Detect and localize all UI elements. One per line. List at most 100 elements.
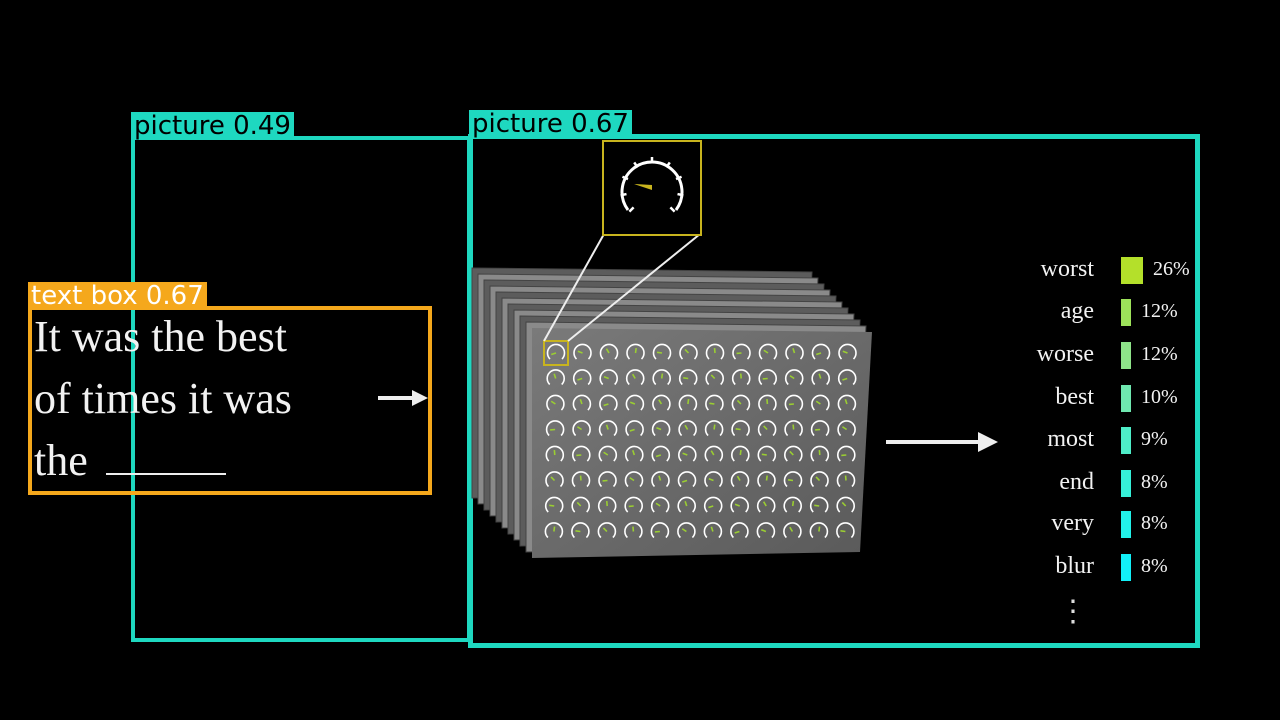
probability-bar: [1121, 470, 1131, 497]
picture-box-right: [468, 134, 1200, 648]
dial-icon: [625, 369, 645, 386]
blank-underline: [105, 445, 226, 475]
prediction-word: best: [1055, 384, 1094, 410]
dial-icon: [783, 522, 802, 539]
dial-icon: [546, 343, 566, 360]
dial-icon: [624, 471, 644, 488]
dial-icon: [811, 343, 831, 360]
dial-icon: [703, 496, 723, 513]
probability-label: 8%: [1141, 471, 1168, 493]
prediction-word: worst: [1040, 256, 1094, 282]
probability-label: 9%: [1141, 428, 1168, 450]
dial-icon: [571, 471, 591, 488]
sentence-line-3: the: [34, 430, 292, 492]
dial-icon: [784, 369, 804, 386]
dial-icon: [783, 496, 802, 513]
dial-icon: [626, 343, 645, 360]
dial-icon: [837, 445, 856, 462]
text-box: [28, 306, 432, 495]
probability-label: 12%: [1141, 343, 1178, 365]
dial-icon: [837, 394, 857, 411]
input-sentence: It was the best of times it was the: [34, 306, 292, 492]
prediction-word: most: [1047, 426, 1094, 452]
prediction-word: blur: [1055, 553, 1094, 579]
dial-icon: [837, 369, 857, 386]
dial-icon: [598, 471, 617, 488]
dial-icon: [546, 394, 565, 411]
dial-icon: [651, 471, 670, 488]
dial-icon: [837, 420, 856, 437]
dial-icon: [705, 343, 725, 360]
dial-icon: [730, 522, 749, 539]
dial-icon: [597, 496, 617, 513]
dial-icon: [544, 522, 564, 539]
dial-icon: [758, 343, 778, 360]
dial-icon: [599, 369, 618, 386]
dial-icon: [650, 496, 670, 513]
dial-icon: [836, 496, 855, 513]
dial-icon: [784, 445, 803, 462]
dial-icon: [677, 496, 696, 513]
dial-icon: [652, 369, 671, 386]
probability-label: 8%: [1141, 512, 1168, 534]
dial-icon: [598, 445, 618, 462]
prediction-word: worse: [1036, 341, 1094, 367]
dial-icon: [784, 420, 803, 437]
dial-icon: [573, 343, 592, 360]
output-arrow: [886, 432, 998, 452]
probability-bar: [1121, 554, 1131, 581]
dial-icon: [785, 343, 804, 360]
dial-icon: [704, 420, 724, 437]
dial-icon: [677, 522, 696, 539]
dial-icon: [677, 471, 697, 488]
dial-icon: [678, 445, 697, 462]
dial-icon: [731, 420, 750, 437]
sentence-line-2: of times it was: [34, 374, 292, 423]
prediction-word: age: [1060, 298, 1094, 324]
dial-icon: [624, 522, 643, 539]
dial-icon: [545, 445, 565, 462]
probability-label: 8%: [1141, 555, 1168, 577]
dial-icon: [732, 343, 751, 360]
dial-icon: [784, 394, 804, 411]
dial-icon: [809, 496, 829, 513]
picture-label-right: picture 0.67: [469, 110, 632, 138]
zoom-line-right: [567, 233, 701, 342]
dial-icon: [811, 394, 830, 411]
dial-icon: [757, 471, 776, 488]
dial-icon: [652, 394, 671, 411]
zoomed-dial-icon: [620, 157, 684, 213]
dial-icon: [545, 420, 565, 437]
dial-icon: [546, 369, 565, 386]
dial-icon: [679, 343, 698, 360]
dial-icon: [572, 445, 591, 462]
dial-icon: [731, 445, 750, 462]
dial-icon: [652, 343, 672, 360]
zoom-line-left: [543, 233, 605, 342]
probability-label: 12%: [1141, 300, 1178, 322]
dial-grid: [544, 343, 857, 539]
ellipsis: ⋮: [1058, 595, 1088, 628]
dial-icon: [678, 369, 698, 386]
dial-icon: [678, 394, 698, 411]
dial-icon: [705, 369, 724, 386]
dial-icon: [597, 522, 617, 539]
dial-icon: [704, 445, 724, 462]
dial-icon: [810, 471, 829, 488]
dial-icon: [756, 522, 776, 539]
picture-label-left: picture 0.49: [131, 112, 294, 140]
dial-icon: [730, 496, 749, 513]
dial-icon: [572, 369, 592, 386]
dial-icon: [625, 420, 644, 437]
dial-icon: [625, 394, 645, 411]
probability-bar: [1121, 257, 1143, 284]
dial-icon: [572, 394, 592, 411]
dial-icon: [704, 471, 723, 488]
dial-icon: [783, 471, 803, 488]
dial-icon: [571, 522, 590, 539]
probability-bar: [1121, 427, 1131, 454]
dial-icon: [810, 445, 830, 462]
probability-label: 10%: [1141, 386, 1178, 408]
dial-icon: [624, 496, 643, 513]
